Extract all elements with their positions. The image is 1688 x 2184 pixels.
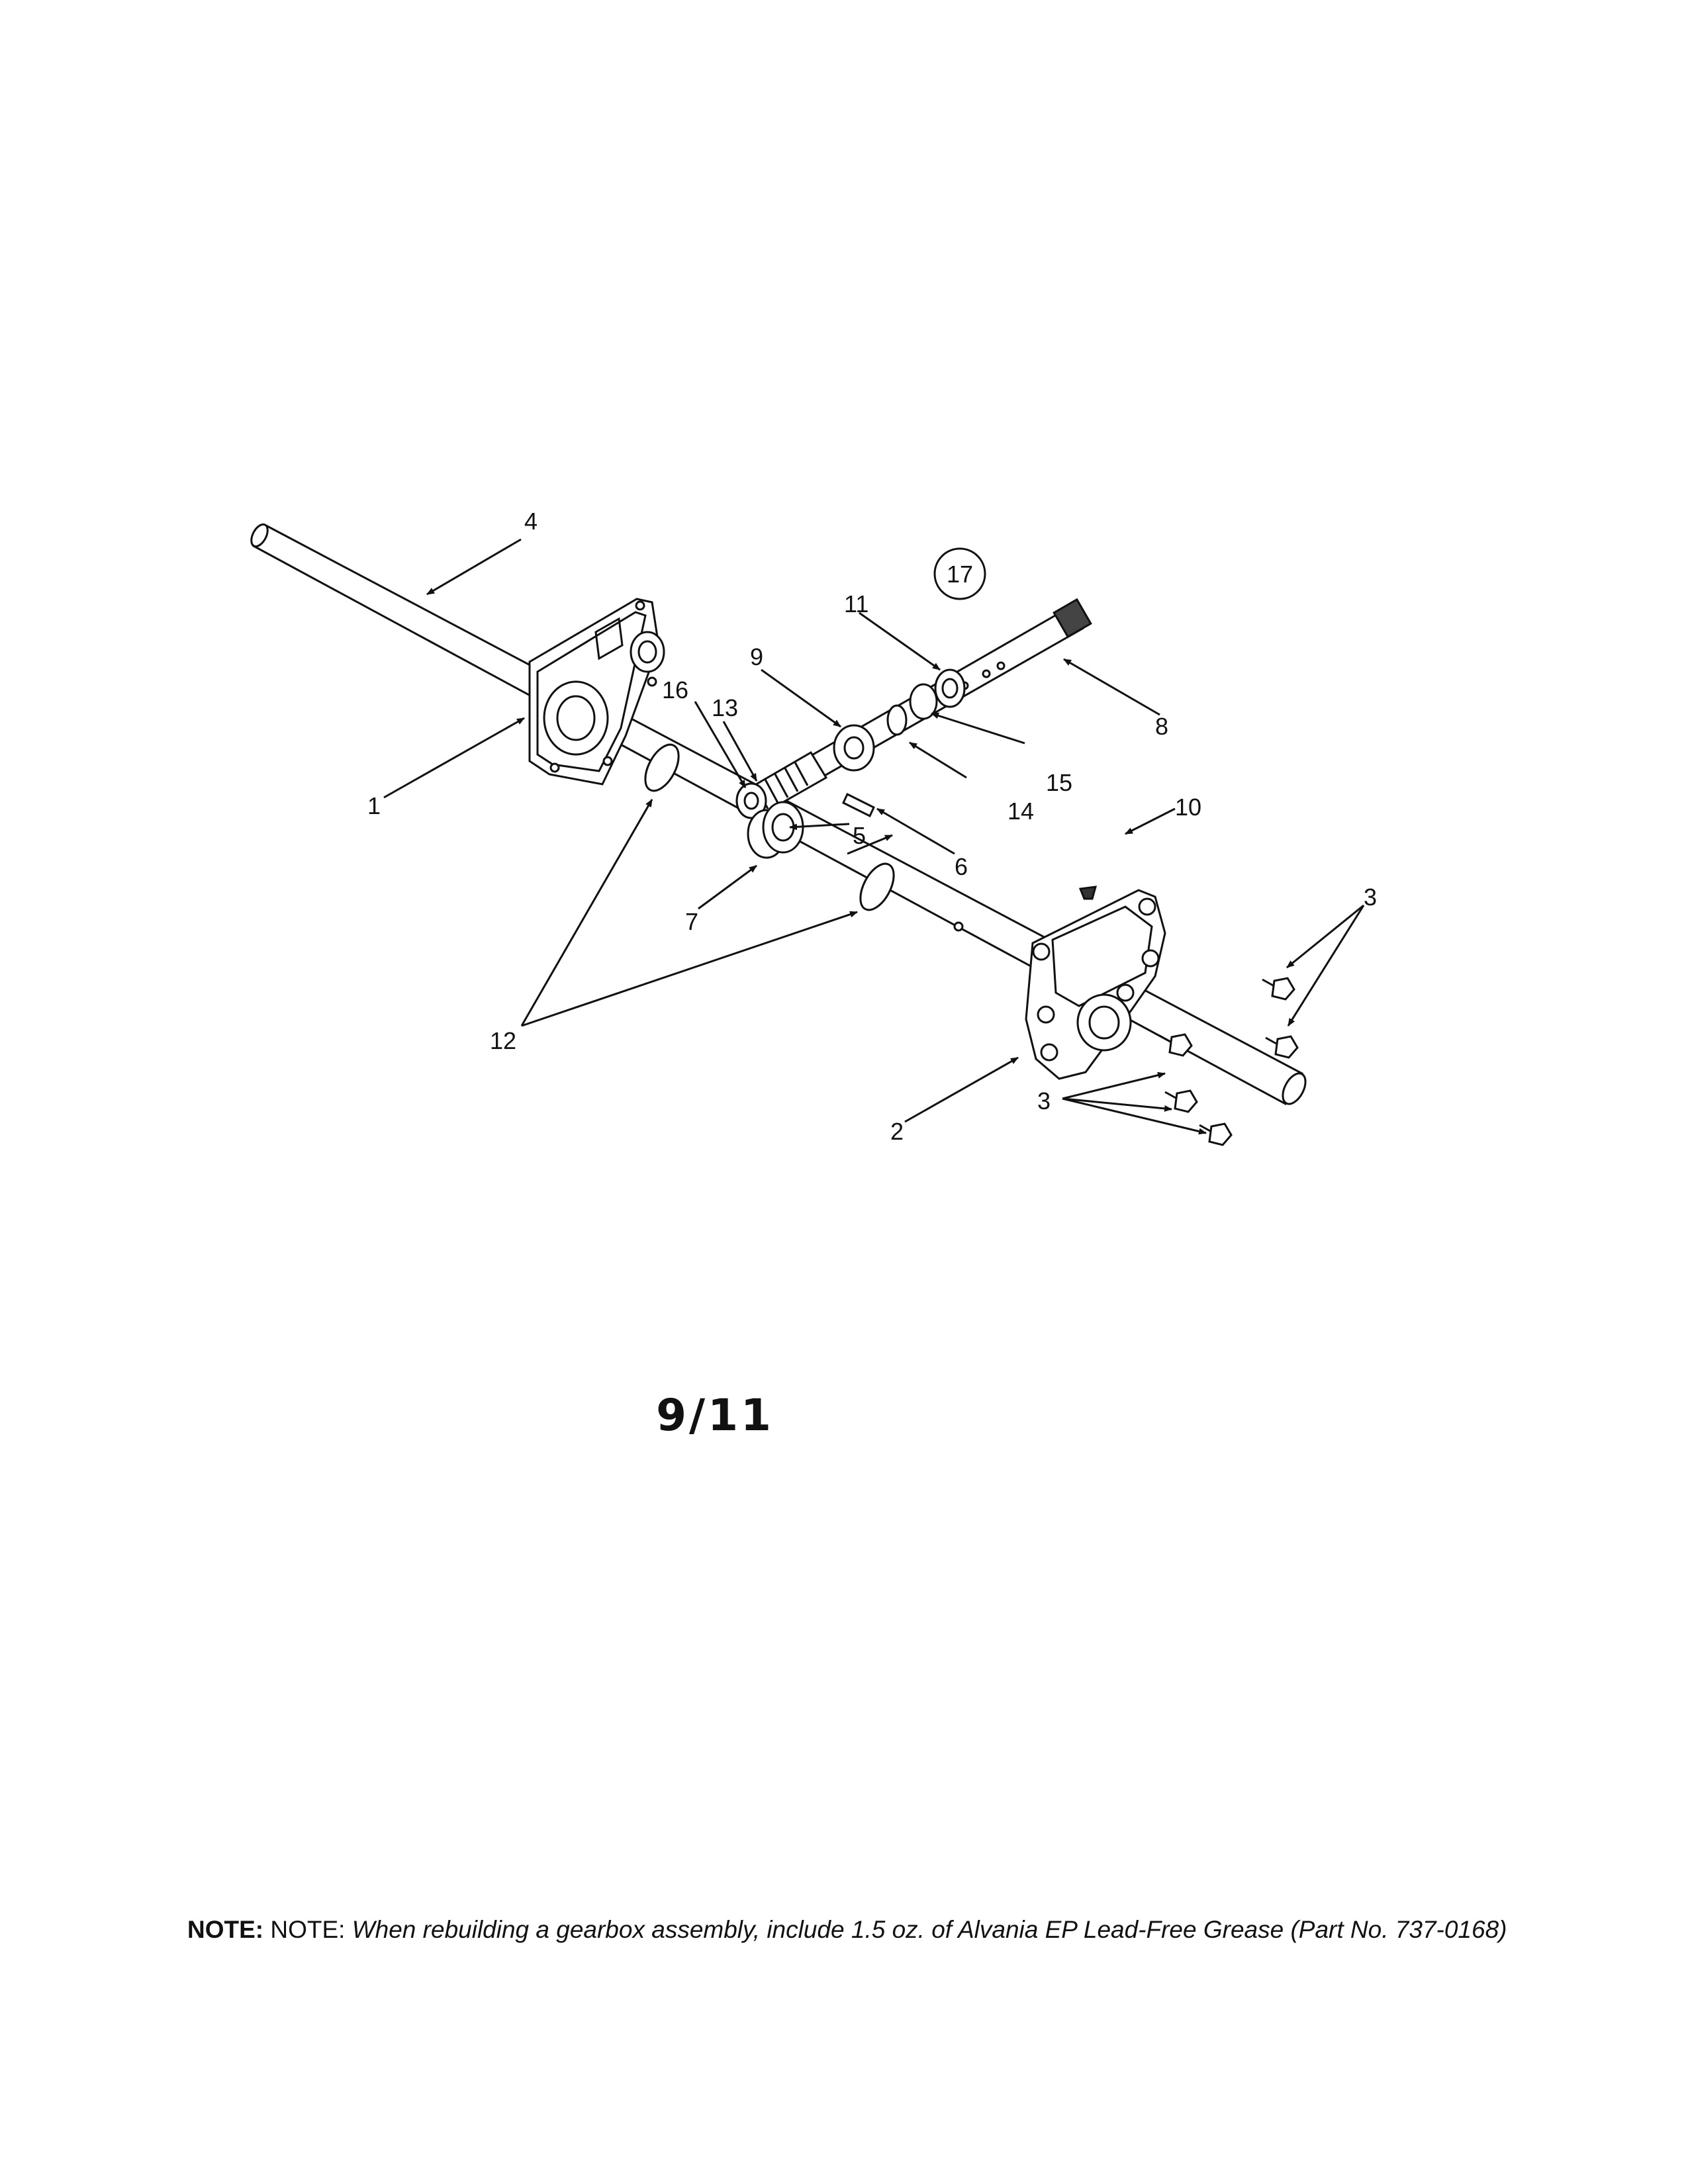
callout-5: 5 [853,822,866,849]
grease-fitting [1078,886,1098,900]
callout-6: 6 [955,853,968,880]
page-number: 9/11 [656,1390,774,1441]
callout-2: 2 [890,1118,904,1145]
callout-3-upper: 3 [1364,884,1377,911]
callout-15: 15 [1046,769,1072,796]
hex-bolts [1159,977,1299,1146]
callout-9: 9 [750,643,763,670]
bolt-d [1164,1089,1198,1113]
washer-14 [886,704,908,736]
right-gearbox-housing [1025,889,1166,1080]
callout-16: 16 [662,676,688,704]
bolt-e [1199,1122,1233,1146]
left-gearbox-housing [528,598,665,786]
note-prefix: NOTE: [270,1916,346,1943]
washer-12a [644,743,680,792]
callout-8: 8 [1155,713,1168,740]
note-label: NOTE: [187,1916,264,1943]
roll-pin [842,792,875,818]
callout-1: 1 [367,792,381,819]
bolt-a [1262,977,1295,1001]
bolt-b [1265,1035,1299,1059]
callout-12: 12 [490,1027,516,1054]
callout-labels: 1 2 3 3 4 5 6 7 8 9 10 11 12 13 14 15 16… [367,508,1377,1145]
callout-14: 14 [1008,797,1034,825]
callout-3-lower: 3 [1037,1087,1051,1115]
callout-4: 4 [524,508,538,535]
washer-12b [859,862,895,911]
callout-13: 13 [712,694,738,721]
callout-10: 10 [1175,794,1201,821]
bolt-c [1159,1033,1193,1057]
bearings-and-washers [644,668,966,911]
leader-lines [383,538,1365,1135]
callout-17: 17 [947,561,973,588]
callout-17-circle [933,547,986,600]
note-text: When rebuilding a gearbox assembly, incl… [352,1916,1507,1943]
callout-7: 7 [685,908,698,935]
bearing-15 [909,683,938,720]
callout-11: 11 [844,590,868,617]
grease-note: NOTE: NOTE: When rebuilding a gearbox as… [187,1916,1577,1944]
